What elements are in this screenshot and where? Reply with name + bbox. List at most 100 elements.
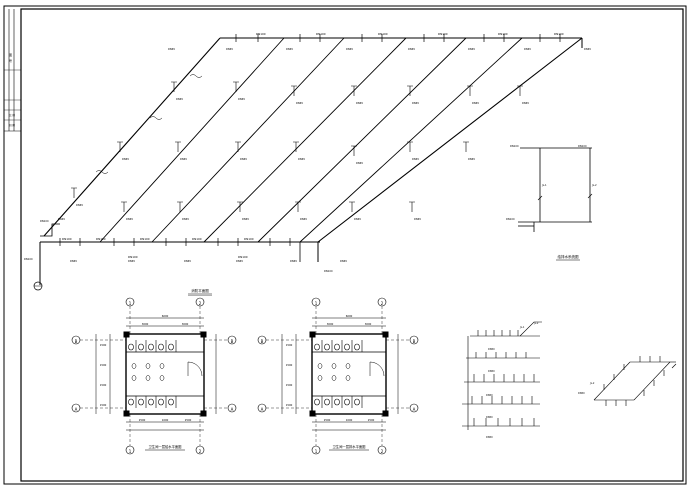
branch-tag: DN65 <box>472 101 479 105</box>
iso-detail <box>593 356 677 406</box>
branch-tag: DN65 <box>286 47 293 51</box>
dim-label: 1000 <box>162 418 169 422</box>
dim-label: 1500 <box>286 363 293 367</box>
detail-label: DN50 <box>488 348 495 351</box>
branch-tag: DN65 <box>182 217 189 221</box>
pipe-label: DN100 <box>438 32 448 36</box>
detail-label: DN50 <box>486 416 493 419</box>
toilet-plan-right <box>257 297 419 455</box>
axis-label: A <box>231 407 234 412</box>
branch-tag: DN65 <box>346 47 353 51</box>
branch-tag: DN65 <box>238 97 245 101</box>
branch-tag: DN65 <box>412 157 419 161</box>
branch-tag: DN65 <box>128 259 135 263</box>
dim-label: 1500 <box>100 363 107 367</box>
axis-label: 1 <box>129 449 132 454</box>
left-diagonal-pipe <box>43 37 221 237</box>
branch-tag: DN65 <box>226 47 233 51</box>
branch-tag: DN65 <box>242 217 249 221</box>
branch-tag: DN65 <box>168 47 175 51</box>
iso-detail-labels: JL-2 DN50 <box>578 382 595 395</box>
detail-label: DN50 <box>486 436 493 439</box>
axis-label: A <box>261 407 264 412</box>
branch-tag: DN65 <box>290 259 297 263</box>
branch-tag: DN65 <box>184 259 191 263</box>
outer-frame <box>3 5 687 485</box>
branch-tag: DN65 <box>236 259 243 263</box>
pipe-label: DN100 <box>554 32 564 36</box>
title-block-label: 比 例 <box>9 113 15 117</box>
diagonal-branch <box>99 37 285 243</box>
pipe-label: DN100 <box>244 237 254 241</box>
dim-label: 1500 <box>286 343 293 347</box>
pipe-label: DN100 <box>62 237 72 241</box>
pipe-label: DN100 <box>238 255 248 259</box>
pipe-label: DN100 <box>316 32 326 36</box>
branch-tag: DN65 <box>296 101 303 105</box>
diagonal-branch <box>257 37 467 243</box>
inner-frame <box>20 8 684 482</box>
axis-label: 2 <box>381 449 384 454</box>
iso-label: DN50 <box>578 392 585 395</box>
riser-label: JL-1 <box>541 183 547 187</box>
dim-label: 1500 <box>286 403 293 407</box>
toilet-plan-right-caption: 卫生间一层排水平面图 <box>333 444 367 449</box>
toilet-plan-left <box>71 297 237 455</box>
branch-tag: DN65 <box>408 47 415 51</box>
branch-tag: DN65 <box>414 217 421 221</box>
corner-tag: DN100 <box>324 269 333 273</box>
branch-tag: DN65 <box>354 217 361 221</box>
detail-label: DN50 <box>488 370 495 373</box>
right-diagonal-pipe <box>317 37 583 243</box>
branch-tag: DN65 <box>412 101 419 105</box>
axis-label: 2 <box>199 449 202 454</box>
detail-pipe-diagrams <box>462 321 542 430</box>
pipe-label: DN100 <box>128 255 138 259</box>
axis-label: 1 <box>315 301 318 306</box>
dim-label: 6000 <box>346 314 353 318</box>
branch-tag: DN65 <box>58 217 65 221</box>
pipe-label: DN100 <box>498 32 508 36</box>
branch-tag: DN65 <box>298 157 305 161</box>
pipe-label: DN100 <box>192 237 202 241</box>
pipe-label: DN100 <box>140 237 150 241</box>
axis-label: B <box>75 339 78 344</box>
branch-tag: DN65 <box>240 157 247 161</box>
branch-tag: DN65 <box>340 259 347 263</box>
axis-label: 2 <box>381 301 384 306</box>
riser-label: DN100 <box>510 144 519 148</box>
dim-label: 3000 <box>182 322 189 326</box>
diagonal-branch <box>151 37 345 243</box>
dim-label: 1500 <box>100 343 107 347</box>
main-pipe-plan <box>39 37 583 285</box>
pipe-label: DN100 <box>256 32 266 36</box>
detail-labels: JL-1 JL-2 DN50 DN50 DN50 DN50 DN50 <box>486 322 539 439</box>
diagonal-branch <box>299 37 523 243</box>
pipe-label: DN100 <box>378 32 388 36</box>
toilet-plan-left-labels: 6000 3000 3000 1500 1500 1500 1500 2500 … <box>75 301 234 454</box>
dim-label: 1500 <box>100 403 107 407</box>
branch-tag: DN65 <box>356 101 363 105</box>
toilet-plan-left-caption: 卫生间一层给水平面图 <box>149 444 183 449</box>
axis-label: 2 <box>199 301 202 306</box>
dim-label: 2500 <box>324 418 331 422</box>
dim-label: 1000 <box>346 418 353 422</box>
axis-label: 1 <box>129 301 132 306</box>
title-block-label: 日 期 <box>9 123 15 127</box>
branch-tag: DN65 <box>584 47 591 51</box>
diagonal-branch <box>203 37 407 243</box>
riser-label: DN100 <box>506 217 515 221</box>
branch-tag: DN65 <box>522 101 529 105</box>
dim-label: 3000 <box>142 322 149 326</box>
dim-label: 1500 <box>286 383 293 387</box>
axis-label: B <box>261 339 264 344</box>
branch-tag: DN65 <box>70 259 77 263</box>
dim-label: 3000 <box>365 322 372 326</box>
main-plan-caption: 消防平面图 <box>191 288 209 293</box>
iso-label: JL-2 <box>589 382 595 385</box>
title-block: 图 号 比 例 日 期 <box>4 9 21 132</box>
dim-label: 1500 <box>100 383 107 387</box>
branch-tag: DN65 <box>468 157 475 161</box>
branch-tag: DN65 <box>176 97 183 101</box>
